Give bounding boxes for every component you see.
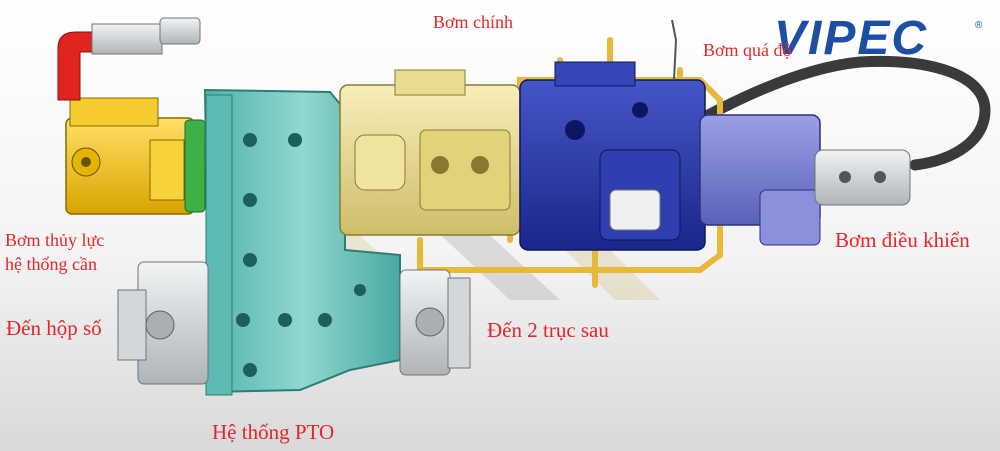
control-pump bbox=[699, 114, 911, 246]
main-pump bbox=[339, 69, 521, 236]
throttle-cable bbox=[671, 19, 678, 81]
label-hydraulic-pump-line1: Bơm thủy lực bbox=[5, 230, 105, 250]
transfer-pump bbox=[519, 61, 706, 251]
label-gearbox: Đến hộp số bbox=[6, 316, 102, 340]
rear-axle-flange bbox=[399, 269, 471, 376]
label-rear-axles: Đến 2 trục sau bbox=[487, 318, 609, 342]
label-main-pump: Bơm chính bbox=[433, 12, 514, 32]
label-transfer-pump: Bơm quá độ bbox=[703, 40, 792, 60]
label-control-pump: Bơm điều khiển bbox=[835, 228, 970, 252]
vipec-logo: VIPEC ® bbox=[770, 10, 990, 66]
logo-reg-mark: ® bbox=[975, 20, 983, 31]
logo-text: VIPEC bbox=[774, 12, 928, 65]
label-pto-system: Hệ thống PTO bbox=[212, 420, 335, 444]
label-hydraulic-pump-line2: hệ thống cần bbox=[5, 254, 97, 274]
hydraulic-pump bbox=[65, 97, 206, 215]
red-elbow-fitting bbox=[57, 17, 201, 101]
gearbox-flange bbox=[117, 261, 209, 385]
